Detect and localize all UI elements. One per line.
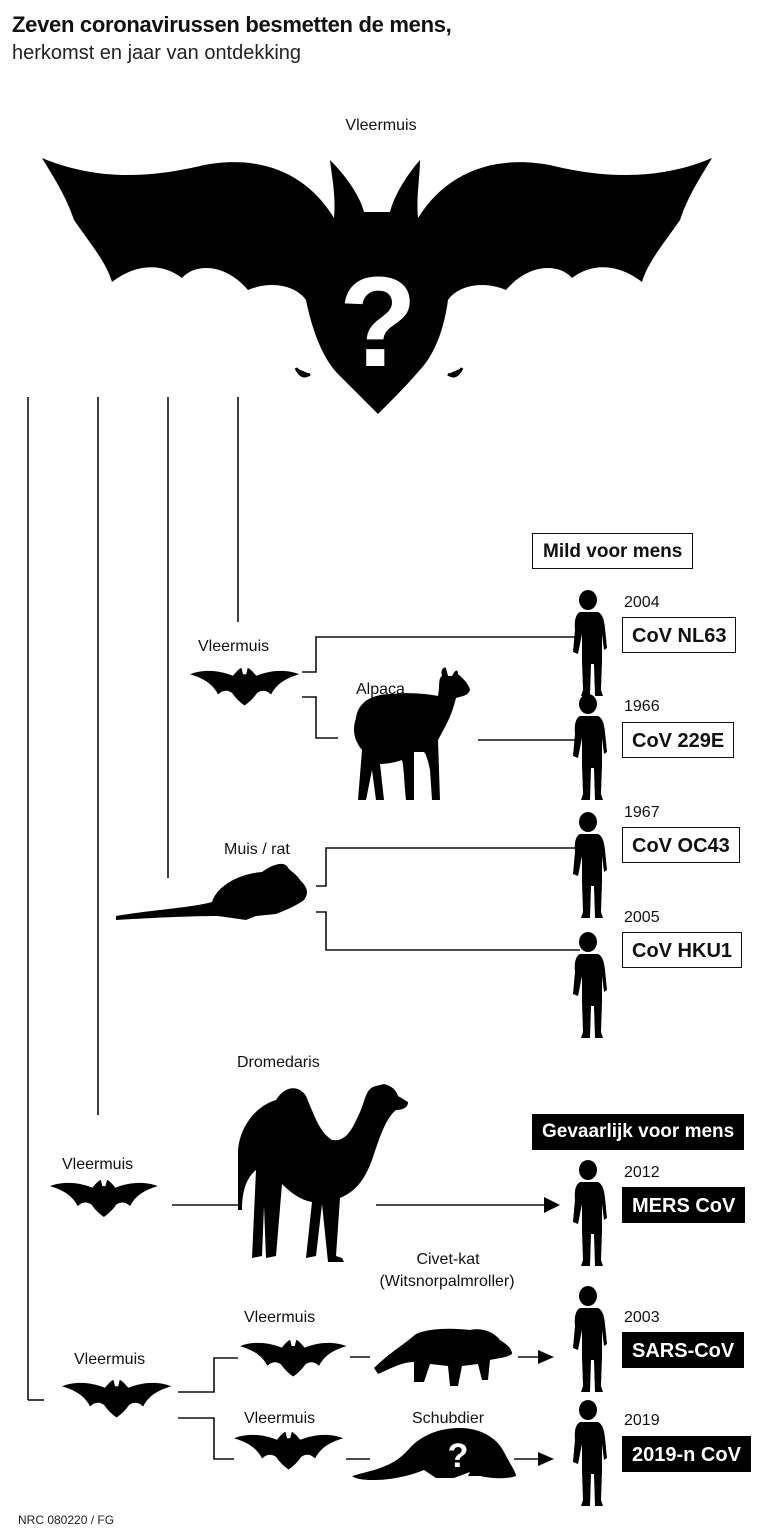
large-bat-icon: ? bbox=[42, 158, 712, 414]
bat-icon bbox=[62, 1380, 172, 1418]
virus-name: CoV NL63 bbox=[622, 617, 737, 653]
virus-name: CoV HKU1 bbox=[622, 932, 743, 968]
host-dromedary: Dromedaris bbox=[237, 1054, 320, 1071]
virus-name: SARS-CoV bbox=[622, 1332, 745, 1368]
virus-name: CoV 229E bbox=[622, 722, 735, 758]
host-mouse: Muis / rat bbox=[224, 841, 290, 858]
human-icon bbox=[573, 932, 607, 1038]
host-bat-nl63: Vleermuis bbox=[198, 638, 270, 655]
virus-year: 1966 bbox=[624, 698, 660, 715]
human-icon bbox=[573, 1286, 607, 1392]
tree-lines bbox=[27, 397, 580, 1460]
human-icon bbox=[573, 694, 607, 800]
page-subtitle: herkomst en jaar van ontdekking bbox=[12, 42, 302, 64]
virus-year: 1967 bbox=[624, 804, 660, 821]
human-icon bbox=[573, 812, 607, 918]
civet-icon bbox=[374, 1328, 512, 1386]
bat-icon bbox=[240, 1340, 347, 1377]
virus-year: 2019 bbox=[624, 1412, 660, 1429]
bat-icon bbox=[50, 1180, 158, 1217]
mouse-icon bbox=[116, 863, 307, 920]
category-dangerous: Gevaarlijk voor mens bbox=[532, 1114, 745, 1150]
host-bat-sars-root: Vleermuis bbox=[74, 1351, 146, 1368]
category-mild: Mild voor mens bbox=[532, 533, 694, 569]
credit-line: NRC 080220 / FG bbox=[18, 1513, 115, 1527]
alpaca-icon bbox=[354, 667, 470, 800]
page-title: Zeven coronavirussen besmetten de mens, bbox=[12, 12, 452, 37]
bat-icon bbox=[190, 668, 300, 706]
arrowheads bbox=[538, 1197, 560, 1466]
host-bat-2019: Vleermuis bbox=[244, 1410, 316, 1427]
host-civet-sub: (Witsnorpalmroller) bbox=[379, 1273, 515, 1290]
virus-year: 2005 bbox=[624, 909, 660, 926]
question-mark: ? bbox=[339, 251, 417, 394]
virus-name: 2019-n CoV bbox=[622, 1436, 751, 1472]
human-icon bbox=[573, 1160, 607, 1266]
host-pangolin: Schubdier bbox=[412, 1410, 485, 1427]
top-bat-label: Vleermuis bbox=[345, 117, 417, 134]
pangolin-question-mark: ? bbox=[448, 1437, 469, 1475]
host-alpaca: Alpaca bbox=[356, 681, 405, 698]
human-icon bbox=[573, 1400, 607, 1506]
camel-icon bbox=[238, 1084, 408, 1262]
host-bat-sars: Vleermuis bbox=[244, 1309, 316, 1326]
bat-icon bbox=[234, 1432, 344, 1470]
virus-name: MERS CoV bbox=[622, 1187, 746, 1223]
pangolin-icon: ? bbox=[352, 1428, 516, 1480]
virus-name: CoV OC43 bbox=[622, 827, 740, 863]
human-icon bbox=[573, 590, 607, 696]
virus-year: 2003 bbox=[624, 1309, 660, 1326]
virus-year: 2012 bbox=[624, 1164, 660, 1181]
virus-year: 2004 bbox=[624, 594, 660, 611]
host-bat-mers: Vleermuis bbox=[62, 1156, 134, 1173]
host-civet: Civet-kat bbox=[416, 1251, 480, 1268]
